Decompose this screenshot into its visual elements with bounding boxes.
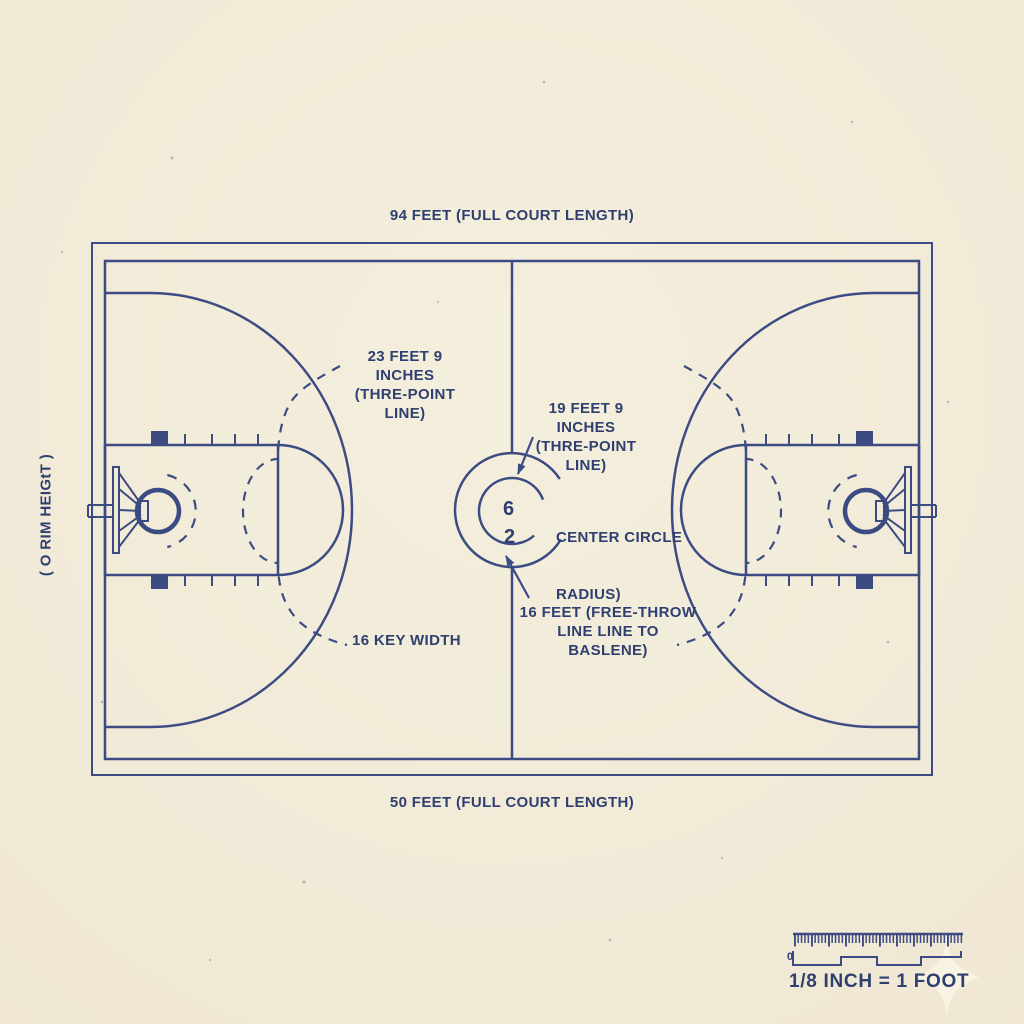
key-width-label: 16 KEY WIDTH [352,632,461,649]
block-marker [151,575,168,589]
key-lane [103,443,280,577]
arrow-free-throw [505,555,530,599]
center-circle-inner [477,476,545,546]
restricted-arc-dashed [167,473,197,549]
watermark-star [915,939,979,1015]
scale-ruler [792,932,963,966]
right-half-court [672,293,936,727]
center-circle-outer [453,451,562,569]
backboard-assembly [87,466,149,554]
scale-step-line [792,951,962,966]
three-point-top-label: 19 FEET 9 INCHES (THRE-POINT LINE) [535,400,637,474]
three-point-line [105,291,354,729]
scale-legend: 1/8 INCH = 1 FOOT [789,971,970,992]
lane-hash-marks [184,434,259,586]
center-circle-label: CENTER CIRCLE RADIUS) [556,529,683,603]
left-half-court [87,291,354,729]
court-width-label: 50 FEET (FULL COURT LENGTH) [389,794,635,811]
center-number-top: 6 [503,498,515,520]
center-number-bottom: 2 [504,526,516,548]
court-length-label: 94 FEET (FULL COURT LENGTH) [389,207,635,224]
three-point-corner-label: 23 FEET 9 INCHES (THRE-POINT LINE) [354,348,456,422]
arrow-three-point-top [516,436,535,475]
free-throw-label: 16 FEET (FREE-THROW LINE LINE TO BASLENE… [519,604,697,659]
rim [134,487,182,535]
rim-height-label: ( O RIM HEIGtT ) [37,453,55,577]
free-throw-circle [277,443,345,577]
paper-speckles [60,80,950,962]
block-marker [151,431,168,445]
outer-frame [91,242,933,776]
ruler-zero-label: 0 [787,951,794,963]
dashed-guide-curve [241,365,348,647]
